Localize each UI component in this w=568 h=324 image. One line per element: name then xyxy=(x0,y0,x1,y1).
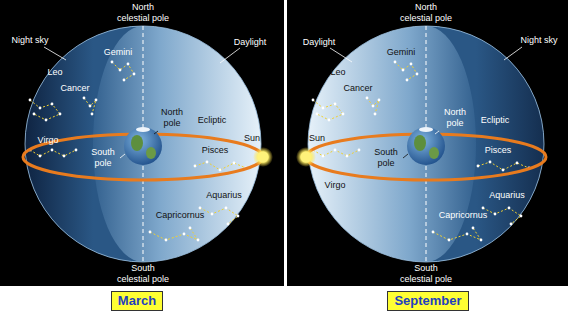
constellation-label: Pisces xyxy=(202,145,229,156)
pole-label: North celestial pole xyxy=(398,2,454,24)
pole-label: North pole xyxy=(440,107,470,129)
region-label: Night sky xyxy=(520,35,557,46)
constellations xyxy=(312,61,531,242)
leader-lines xyxy=(403,154,408,158)
earth-globe xyxy=(124,127,162,165)
pole-label: North pole xyxy=(157,107,187,129)
sun-symbol xyxy=(258,152,269,163)
constellation-label: Cancer xyxy=(60,83,89,94)
sun-label: Sun xyxy=(309,133,325,144)
constellations xyxy=(29,61,248,242)
sun-glow xyxy=(253,147,273,167)
constellation-label: Leo xyxy=(330,67,345,78)
leader-lines xyxy=(330,47,522,134)
constellation-label: Aquarius xyxy=(206,190,242,201)
pole-label: South celestial pole xyxy=(115,263,171,285)
daylight-hemisphere xyxy=(308,26,544,262)
constellation-label: Aquarius xyxy=(489,190,525,201)
panel-background xyxy=(0,0,284,286)
daylight-hemisphere xyxy=(25,26,261,262)
region-label: Night sky xyxy=(11,35,48,46)
earth-globe xyxy=(407,127,445,165)
sun-label: Sun xyxy=(244,133,260,144)
ecliptic-label: Ecliptic xyxy=(481,115,510,126)
pole-label: South pole xyxy=(88,147,118,169)
constellation-label: Leo xyxy=(47,67,62,78)
constellation-label: Gemini xyxy=(387,47,416,58)
month-label: March xyxy=(118,293,156,309)
pole-label: South pole xyxy=(371,147,401,169)
constellation-label: Pisces xyxy=(485,145,512,156)
region-label: Daylight xyxy=(234,37,267,48)
constellation-label: Capricornus xyxy=(156,210,205,221)
month-label: September xyxy=(394,293,461,309)
constellation-label: Cancer xyxy=(343,83,372,94)
pole-label: North celestial pole xyxy=(115,2,171,24)
ecliptic-label: Ecliptic xyxy=(198,115,227,126)
panel-background xyxy=(287,0,568,286)
pole-label: South celestial pole xyxy=(398,263,454,285)
leader-lines xyxy=(44,47,240,63)
month-box: September xyxy=(387,291,468,311)
constellation-label: Virgo xyxy=(38,135,59,146)
month-box: March xyxy=(111,291,163,311)
leader-lines xyxy=(154,131,158,134)
constellation-label: Virgo xyxy=(325,180,346,191)
leader-lines xyxy=(120,154,125,158)
sphere-outline xyxy=(308,26,544,262)
constellation-label: Gemini xyxy=(104,47,133,58)
region-label: Daylight xyxy=(303,37,336,48)
sphere-outline xyxy=(25,26,261,262)
sun-glow xyxy=(296,147,316,167)
constellation-label: Capricornus xyxy=(439,210,488,221)
sun-symbol xyxy=(301,152,312,163)
